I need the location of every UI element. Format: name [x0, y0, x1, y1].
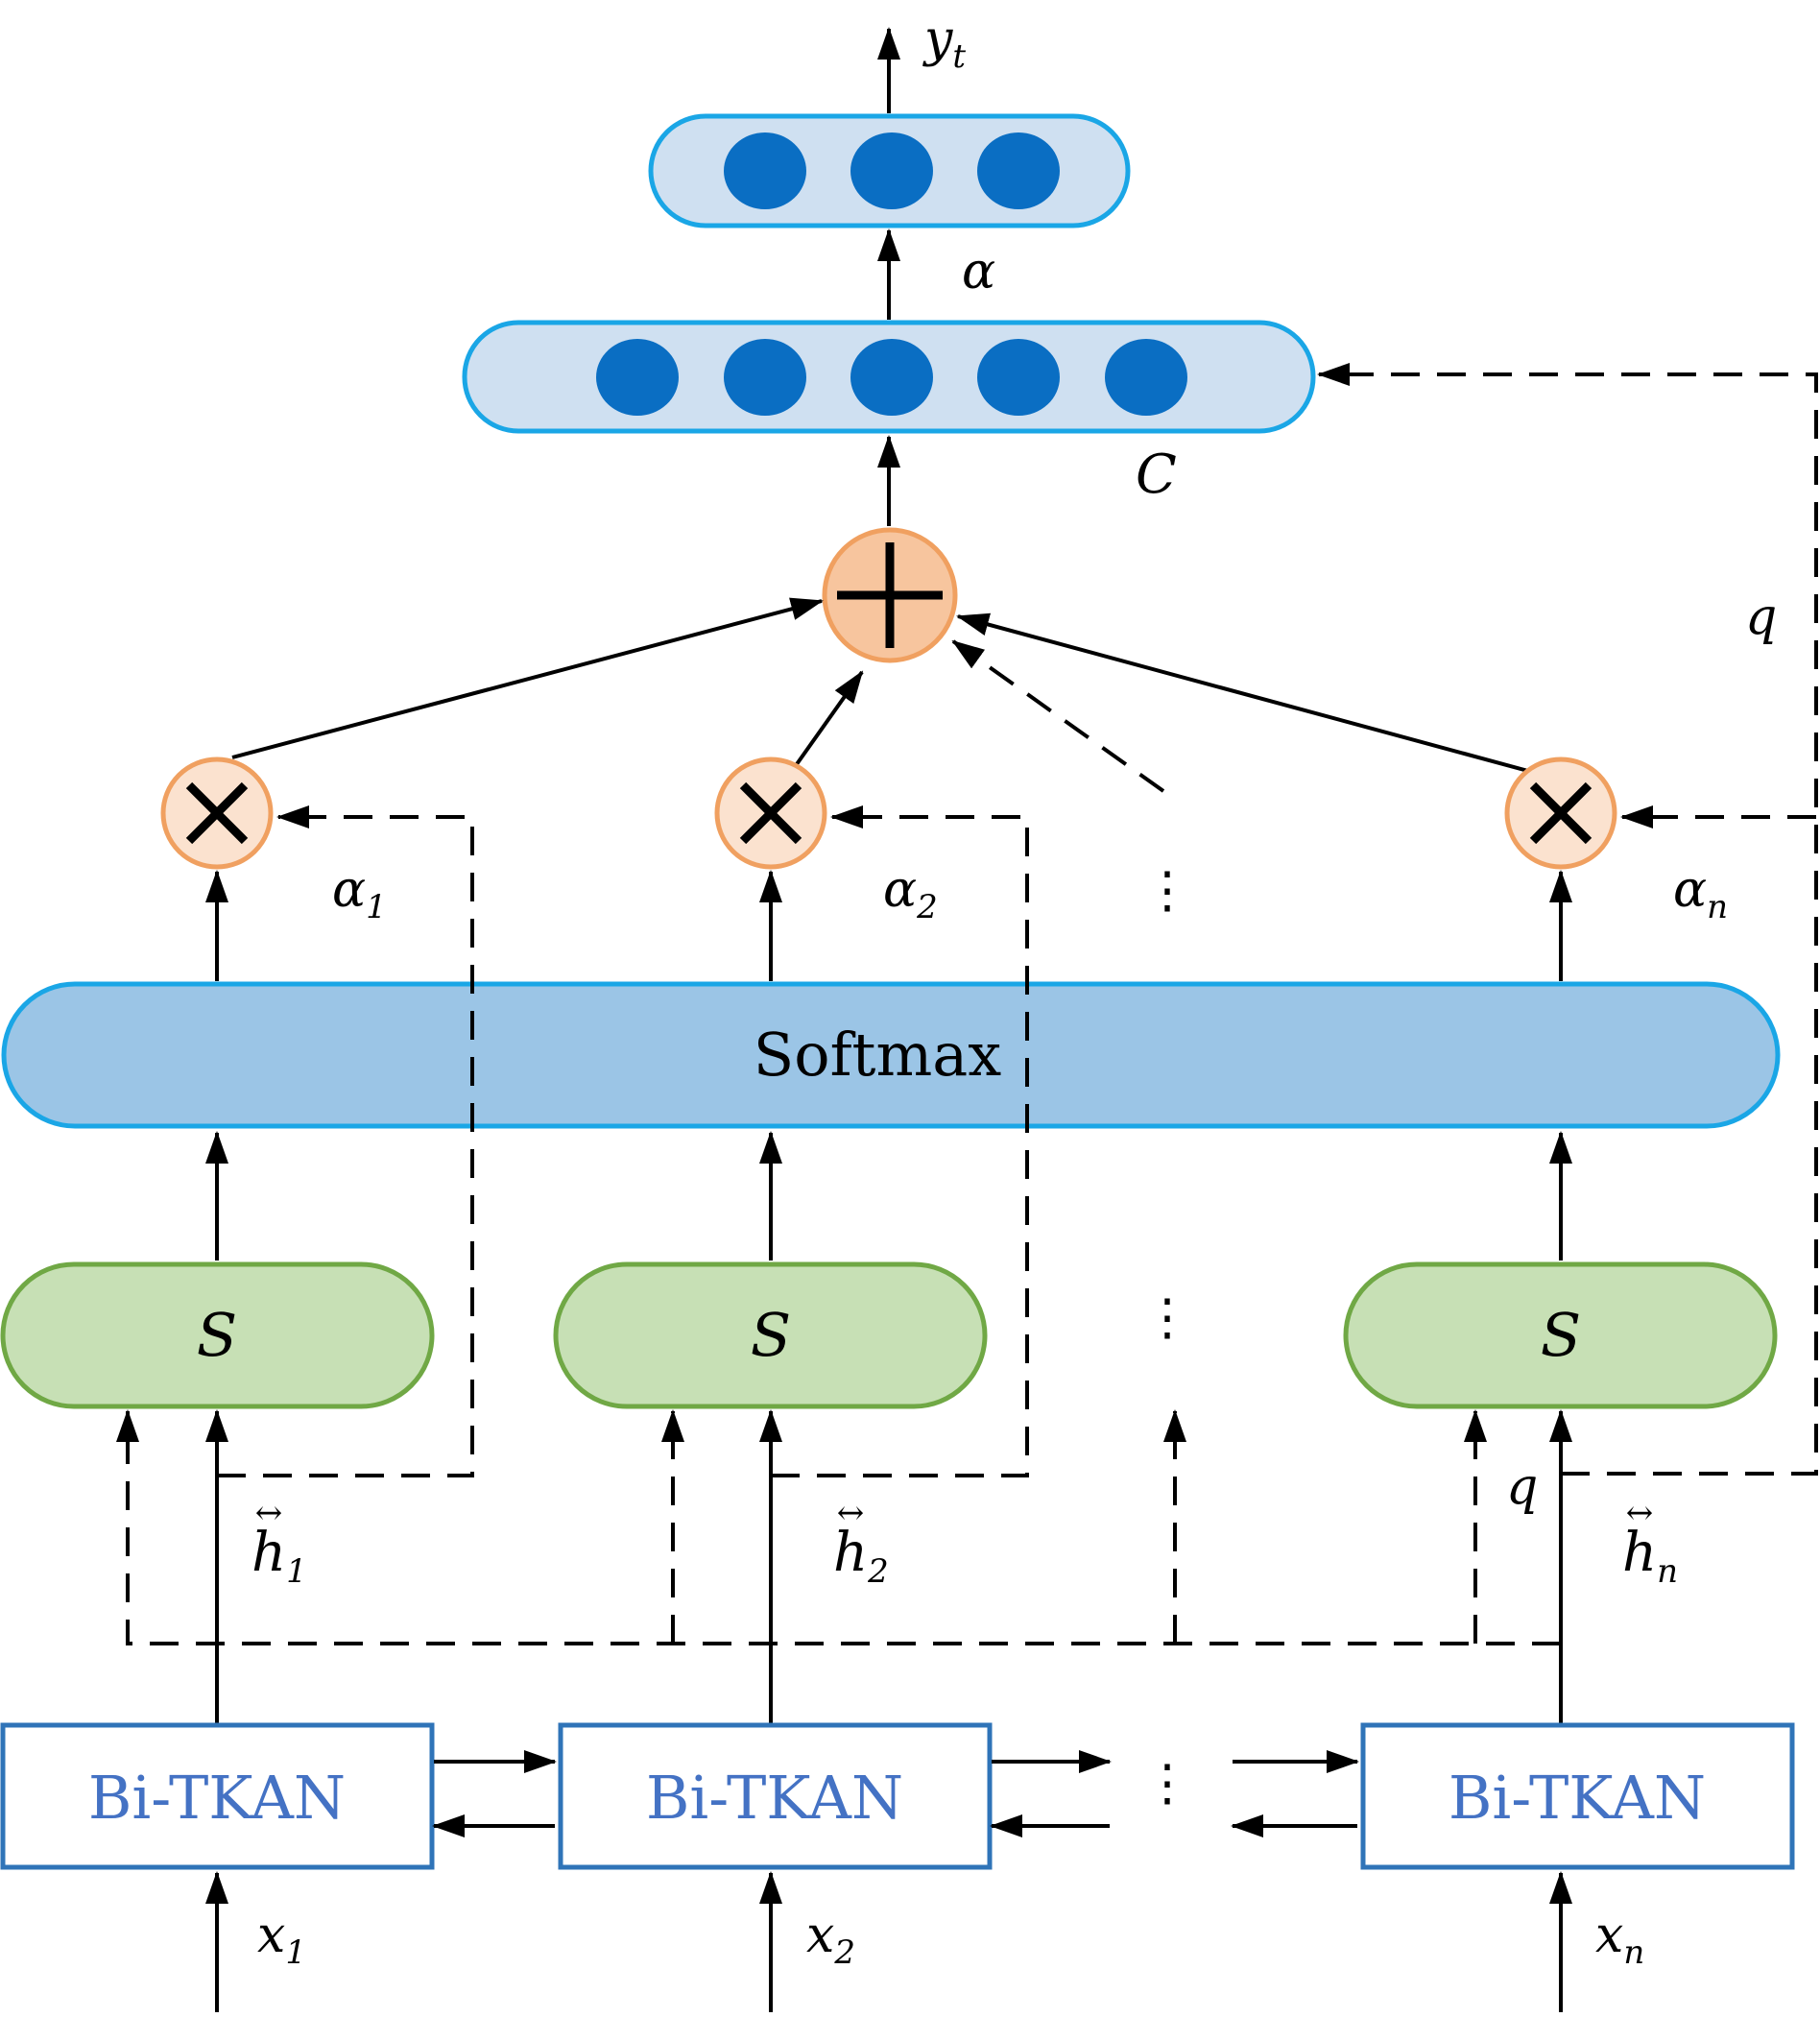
- score-n-label: S: [1541, 1300, 1581, 1370]
- alpha-2-label: α2: [883, 861, 938, 926]
- output-node: [977, 132, 1060, 209]
- alpha-label: α: [962, 243, 995, 300]
- score-2-label: S: [751, 1300, 791, 1370]
- context-node: [724, 339, 806, 416]
- output-label: yt: [922, 11, 966, 76]
- output-node: [850, 132, 933, 209]
- bitkan-n-label: Bi-TKAN: [1449, 1763, 1706, 1833]
- bitkan-box-n: [1360, 1722, 1795, 1870]
- bidirectional-arrow-icon: ↔: [255, 1494, 283, 1532]
- bitkan-box-1: [0, 1722, 435, 1870]
- output-node: [724, 132, 806, 209]
- bitkan-1-label: Bi-TKAN: [88, 1763, 346, 1833]
- alpha-n-label: αn: [1673, 861, 1728, 926]
- context-node: [1105, 339, 1187, 416]
- xn-label: xn: [1595, 1907, 1644, 1972]
- score-node-1: [0, 1261, 435, 1409]
- times-icon: [185, 781, 249, 845]
- times-icon: [1529, 781, 1592, 845]
- q-label-right: q: [1745, 588, 1777, 646]
- ellipsis-mul: ⋮: [1142, 862, 1192, 920]
- svg-text:hn: hn: [1622, 1522, 1678, 1591]
- mul-node-1: [160, 756, 274, 870]
- score-node-2: [553, 1261, 988, 1409]
- context-node: [977, 339, 1060, 416]
- mul-node-n: [1504, 756, 1617, 870]
- q-label-bottom: q: [1506, 1458, 1538, 1516]
- x2-label: x2: [806, 1907, 855, 1972]
- svg-text:h2: h2: [833, 1522, 889, 1591]
- mul2-to-sum-arrow: [795, 670, 864, 766]
- score-1-label: S: [197, 1300, 237, 1370]
- h1-label: ↔ h1: [251, 1494, 307, 1591]
- ellipsis-score: ⋮: [1142, 1289, 1192, 1347]
- context-label: C: [1136, 444, 1177, 506]
- bitkan-2-label: Bi-TKAN: [646, 1763, 903, 1833]
- score-node-n: [1343, 1261, 1778, 1409]
- softmax-label: Softmax: [754, 1020, 1001, 1090]
- softmax-layer: [1, 981, 1781, 1129]
- x1-label: x1: [257, 1907, 306, 1972]
- mul1-to-sum-arrow: [231, 597, 824, 759]
- hn-label: ↔ hn: [1622, 1494, 1678, 1591]
- context-node: [850, 339, 933, 416]
- alpha-1-label: α1: [332, 861, 387, 926]
- muln-to-sum-arrow: [956, 612, 1561, 781]
- ellipsis-bitkan: ⋮: [1142, 1755, 1192, 1813]
- mul-node-2: [714, 756, 827, 870]
- svg-text:h1: h1: [251, 1522, 307, 1591]
- bidirectional-arrow-icon: ↔: [837, 1494, 865, 1532]
- q-to-context-dashed: [1317, 363, 1818, 1476]
- bitkan-box-2: [558, 1722, 993, 1870]
- bidirectional-arrow-icon: ↔: [1626, 1494, 1654, 1532]
- q-bus-dashed: [116, 1409, 1561, 1645]
- times-icon: [739, 781, 802, 845]
- context-node: [596, 339, 679, 416]
- h2-label: ↔ h2: [833, 1494, 889, 1591]
